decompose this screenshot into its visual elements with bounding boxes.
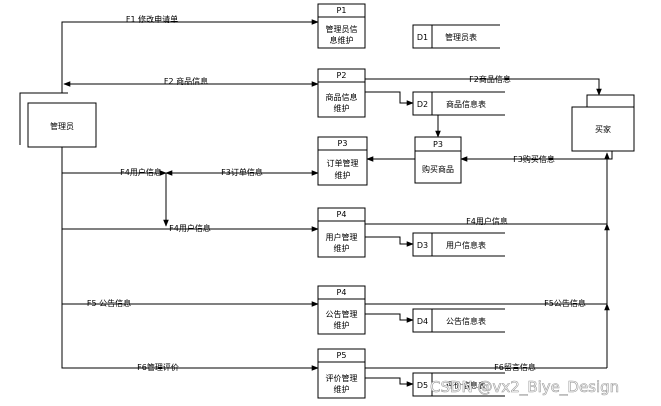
process-p4-notice-id: P4	[337, 288, 347, 297]
store-d3-id: D3	[417, 241, 428, 250]
store-d4-name: 公告信息表	[446, 316, 486, 326]
process-p1-name-line2: 息维护	[330, 35, 354, 45]
process-p3-purchase-name: 购买商品	[422, 164, 454, 174]
store-d2: D2 商品信息表	[412, 91, 505, 116]
entity-buyer: 买家	[571, 94, 635, 152]
flow-f4-lower-label: F4用户信息	[169, 223, 211, 233]
process-p4-notice-name-line1: 公告管理	[326, 309, 358, 319]
watermark: CSDN @vx2_Biye_Design	[430, 378, 619, 397]
flow-f3-order-label: F3订单信息	[221, 167, 263, 177]
store-d5-name: 评价信息表	[446, 380, 486, 390]
process-p2-name-line1: 商品信息	[326, 92, 358, 102]
process-p3-purchase-id: P3	[433, 140, 443, 149]
store-d3: D3 用户信息表	[412, 232, 505, 257]
process-p3-order-name-line1: 订单管理	[327, 158, 359, 168]
process-p2-id: P2	[337, 71, 347, 80]
entity-buyer-label: 买家	[595, 124, 611, 134]
store-d1: D1 管理员表	[412, 24, 500, 49]
process-p2-name-line2: 维护	[334, 103, 350, 113]
store-d4: D4 公告信息表	[412, 308, 505, 333]
flow-p2-d2-line	[365, 91, 414, 106]
flow-p4b-d4-line	[365, 313, 414, 323]
process-p3-order-id: P3	[338, 139, 348, 148]
process-p1-name-line1: 管理员信	[326, 24, 358, 34]
flow-f5-right-label: F5公告信息	[544, 298, 586, 308]
store-d1-id: D1	[417, 33, 428, 42]
process-p3-order: P3 订单管理 维护	[317, 136, 368, 186]
store-d2-id: D2	[417, 100, 428, 109]
process-p1-id: P1	[337, 6, 347, 15]
flow-f6-left-line	[61, 147, 319, 371]
entity-admin: 管理员	[19, 92, 97, 148]
flow-f2-right-label: F2商品信息	[469, 74, 511, 84]
store-d2-name: 商品信息表	[446, 99, 486, 109]
process-p5: P5 评价管理 维护	[317, 348, 366, 399]
store-d5: D5 评价信息表	[412, 372, 505, 397]
store-d5-id: D5	[417, 381, 428, 390]
process-p2: P2 商品信息 维护	[317, 68, 366, 118]
flow-p4-d3-line	[365, 236, 414, 247]
process-p4-user-name-line2: 维护	[334, 243, 350, 253]
flow-f1-label: F1 修改申请单	[126, 14, 178, 24]
process-p4-notice-name-line2: 维护	[334, 320, 350, 330]
process-p5-name-line1: 评价管理	[326, 373, 358, 383]
process-p1: P1 管理员信 息维护	[317, 3, 366, 49]
flow-f4-right-label: F4用户信息	[466, 216, 508, 226]
entity-admin-label: 管理员	[50, 121, 74, 131]
flow-f3-buy-label: F3购买信息	[513, 154, 555, 164]
flow-f5-left-label: F5 公告信息	[87, 298, 131, 308]
flow-f6-left-label: F6管理评价	[137, 362, 179, 372]
store-d1-name: 管理员表	[445, 32, 477, 42]
flow-f4-upper-label: F4用户信息	[120, 167, 162, 177]
flow-f6-right-label: F6留言信息	[494, 362, 536, 372]
process-p4-user-id: P4	[337, 210, 347, 219]
process-p4-user-name-line1: 用户管理	[326, 232, 358, 242]
process-p3-order-name-line2: 维护	[335, 170, 351, 180]
flow-p5-d5-line	[365, 377, 414, 387]
store-d4-id: D4	[417, 317, 428, 326]
process-p5-name-line2: 维护	[334, 384, 350, 394]
process-p5-id: P5	[337, 351, 347, 360]
process-p4-notice: P4 公告管理 维护	[317, 285, 366, 335]
flow-f2-left-label: F2 商品信息	[164, 76, 208, 86]
process-p4-user: P4 用户管理 维护	[317, 207, 366, 258]
flow-f3-buy-line	[460, 151, 613, 162]
flow-f1-line	[61, 19, 319, 93]
store-d3-name: 用户信息表	[446, 240, 486, 250]
process-p3-purchase: P3 购买商品	[414, 136, 462, 184]
flow-f2-right-line	[365, 78, 602, 96]
